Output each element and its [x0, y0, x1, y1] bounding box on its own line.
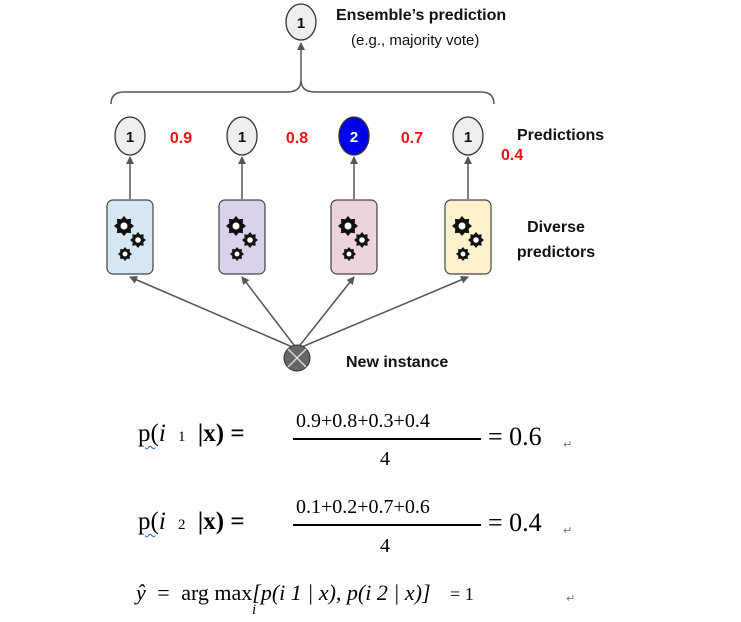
gear-icon	[342, 247, 356, 261]
diverse-label-line2: predictors	[517, 244, 595, 261]
prediction-prob: 0.8	[286, 130, 308, 147]
prediction-node	[338, 116, 370, 156]
equation-1: p(i 1 |x) =	[138, 420, 245, 448]
input-to-predictor-arrow	[129, 276, 298, 350]
eq2-i: i	[158, 508, 166, 535]
eq2-p: p(	[138, 508, 159, 535]
eq1-x: |x) =	[197, 420, 245, 447]
input-to-predictor-arrow	[296, 276, 469, 350]
eq1-result: = 0.6	[488, 422, 542, 451]
gear-icon	[354, 232, 370, 248]
gear-icon	[114, 216, 134, 236]
ensemble-subtitle: (e.g., majority vote)	[351, 32, 479, 49]
equation-3: ŷ = arg max[p(i 1 | x), p(i 2 | x)] = 1	[136, 580, 474, 606]
equation-2: p(i 2 |x) =	[138, 508, 245, 536]
eq2-numerator: 0.1+0.2+0.7+0.6	[296, 496, 430, 518]
gear-icon	[226, 216, 246, 236]
gear-icon	[118, 247, 132, 261]
last-prediction-prob: 0.4	[501, 147, 523, 164]
eq3-return-mark: ↵	[566, 592, 576, 605]
new-instance-cross-b	[287, 348, 307, 368]
predictors-group: 1 0.9 1 0.8 2 0.7 1	[106, 116, 492, 350]
eq1-fraction-bar	[293, 438, 481, 440]
eq2-x: |x) =	[197, 508, 245, 535]
eq1-sub: 1	[178, 429, 186, 445]
ensemble-node-value: 1	[297, 15, 305, 32]
prediction-node	[226, 116, 258, 156]
new-instance-label: New instance	[346, 354, 448, 371]
prediction-node	[114, 116, 146, 156]
predictor-box	[106, 199, 154, 275]
eq2-result: = 0.4	[488, 508, 542, 537]
eq1-denominator: 4	[380, 448, 390, 470]
eq1-numerator: 0.9+0.8+0.3+0.4	[296, 410, 430, 432]
aggregation-brace	[110, 79, 495, 105]
predictor-box	[218, 199, 266, 275]
predictor-box	[444, 199, 492, 275]
gear-icon	[130, 232, 146, 248]
gear-icon	[242, 232, 258, 248]
eq1-p: p(	[138, 420, 159, 447]
gear-icon	[452, 216, 472, 236]
prediction-node-value: 1	[464, 129, 472, 146]
eq3-argmax-sub: i	[252, 602, 257, 618]
gear-icon	[230, 247, 244, 261]
prediction-node-value: 2	[350, 129, 358, 146]
input-to-predictor-arrow	[296, 276, 355, 350]
eq3-yhat: ŷ	[136, 580, 146, 605]
prediction-node-value: 1	[126, 129, 134, 146]
gear-icon	[468, 232, 484, 248]
eq1-return-mark: ↵	[563, 438, 573, 451]
prediction-node-value: 1	[238, 129, 246, 146]
prediction-node	[452, 116, 484, 156]
ensemble-title: Ensemble’s prediction	[336, 7, 506, 24]
input-to-predictor-arrow	[241, 276, 298, 350]
eq3-body: [p(i 1 | x), p(i 2 | x)]	[252, 580, 431, 605]
eq1-i: i	[158, 420, 166, 447]
gear-icon	[338, 216, 358, 236]
prediction-prob: 0.9	[170, 130, 192, 147]
eq2-denominator: 4	[380, 535, 390, 557]
eq2-fraction-bar	[293, 524, 481, 526]
eq2-sub: 2	[178, 517, 186, 533]
ensemble-node	[285, 3, 317, 41]
predictor-box	[330, 199, 378, 275]
predictions-label: Predictions	[517, 127, 604, 144]
eq3-result: = 1	[450, 584, 474, 604]
diverse-label-line1: Diverse	[527, 219, 585, 236]
gear-icon	[456, 247, 470, 261]
figure-mask	[0, 375, 741, 377]
eq2-return-mark: ↵	[563, 524, 573, 537]
prediction-prob: 0.7	[401, 130, 423, 147]
eq2-denominator-clip: 4	[370, 535, 410, 557]
eq3-eq: =	[157, 580, 170, 605]
eq3-argmax: arg max	[181, 580, 253, 605]
